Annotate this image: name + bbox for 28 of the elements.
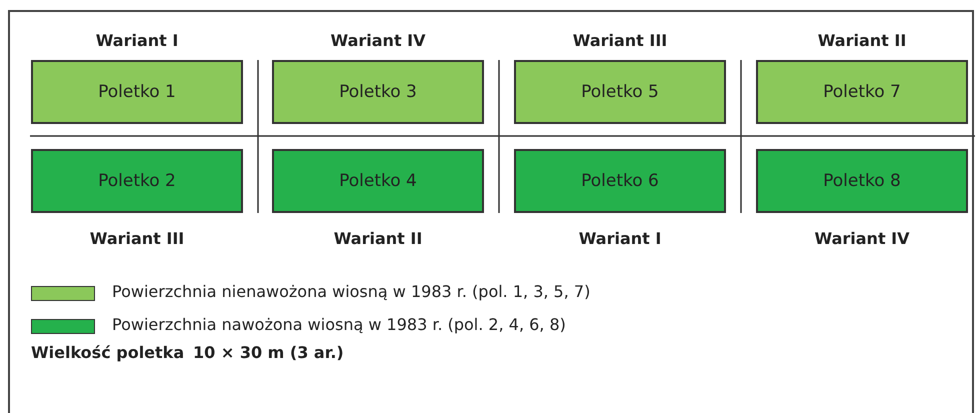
plot-label: Poletko 7: [823, 82, 901, 102]
plot-label: Poletko 8: [823, 171, 901, 191]
variant-label: Wariant I: [94, 31, 180, 50]
plot-label: Poletko 4: [339, 171, 417, 191]
variant-label: Wariant III: [88, 229, 186, 248]
variant-label: Wariant II: [332, 229, 424, 248]
variant-label: Wariant I: [578, 229, 662, 248]
plot-label: Poletko 5: [581, 82, 659, 102]
plot-box: [31, 149, 243, 213]
legend-text: Powierzchnia nawożona wiosną w 1983 r. (pol. 2, 4, 6, 8): [112, 315, 566, 334]
plot-box: [756, 149, 968, 213]
legend-text: Powierzchnia nienawożona wiosną w 1983 r. (pol. 1, 3, 5, 7): [112, 282, 590, 301]
plot-box: [514, 60, 726, 124]
plot-label: Poletko 1: [98, 82, 176, 102]
plot-label: Poletko 6: [581, 171, 659, 191]
plot-box: [272, 149, 484, 213]
variant-label: Wariant IV: [330, 31, 426, 50]
variant-label: Wariant III: [572, 31, 668, 50]
plot-size-label: Wielkość poletka: [31, 343, 184, 362]
plot-box: [31, 60, 243, 124]
variant-label: Wariant IV: [814, 229, 910, 248]
plot-box: [756, 60, 968, 124]
plot-box: [514, 149, 726, 213]
plot-label: Poletko 2: [98, 171, 176, 191]
plot-size-value: 10 × 30 m (3 ar.): [193, 343, 344, 362]
plot-box: [272, 60, 484, 124]
plot-label: Poletko 3: [339, 82, 417, 102]
variant-label: Wariant II: [816, 31, 908, 50]
